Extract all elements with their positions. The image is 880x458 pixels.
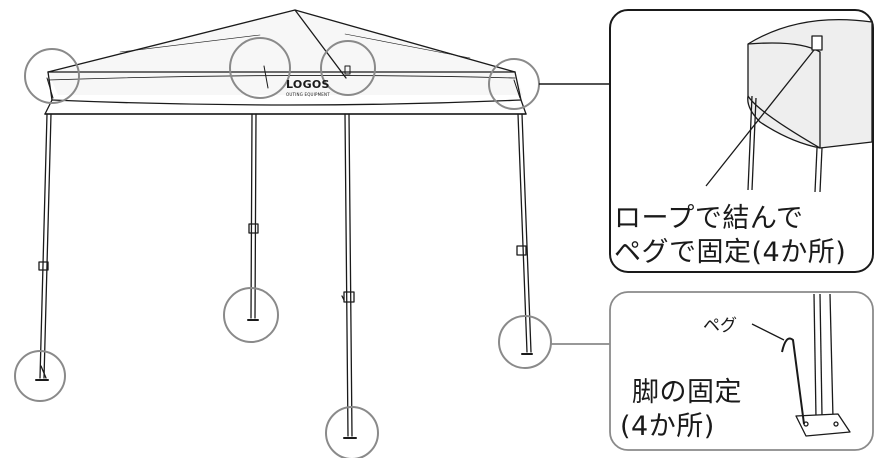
highlight-circles [14,37,552,458]
rope-caption-line1: ロープで結んで [614,203,804,234]
leg-front-left [35,113,52,381]
foot-circle-back-right [325,406,379,458]
leg-inset-panel [609,291,874,451]
foot-circle-back-left [223,287,279,343]
leg-back-left [247,113,259,321]
foot-circle-front-right [498,315,552,369]
leg-back-right [341,113,357,439]
corner-fittings [46,65,521,99]
corner-circle-back-right [320,40,376,96]
leg-front-right [516,113,533,355]
corner-circle-back-left [229,37,291,99]
peg-label: ペグ [703,316,737,336]
rope-caption-line2: ペグで固定(4か所) [614,237,847,268]
brand-logo-text: LOGOS [286,78,330,91]
leg-caption-line2: (4か所) [620,411,715,442]
rope-inset-panel [609,9,874,273]
brand-tagline: OUTING EQUIPMENT [286,92,330,97]
corner-circle-front-left [24,48,80,104]
foot-circle-front-left [14,350,66,402]
leg-caption-line1: 脚の固定 [632,377,742,408]
